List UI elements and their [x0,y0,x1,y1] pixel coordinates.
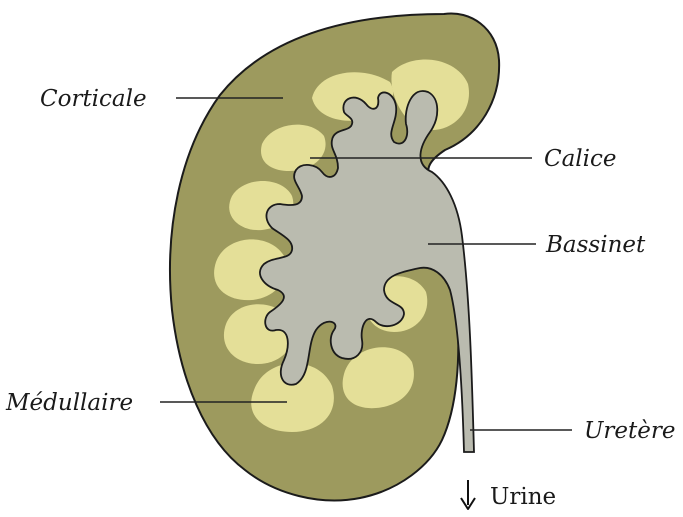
arrow-down-icon [461,480,475,509]
label-calyx: Calice [544,146,617,172]
label-medulla: Médullaire [5,390,133,416]
label-urine: Urine [490,484,556,510]
label-ureter: Uretère [584,418,675,444]
label-cortex: Corticale [40,86,147,112]
label-pelvis: Bassinet [545,232,646,258]
